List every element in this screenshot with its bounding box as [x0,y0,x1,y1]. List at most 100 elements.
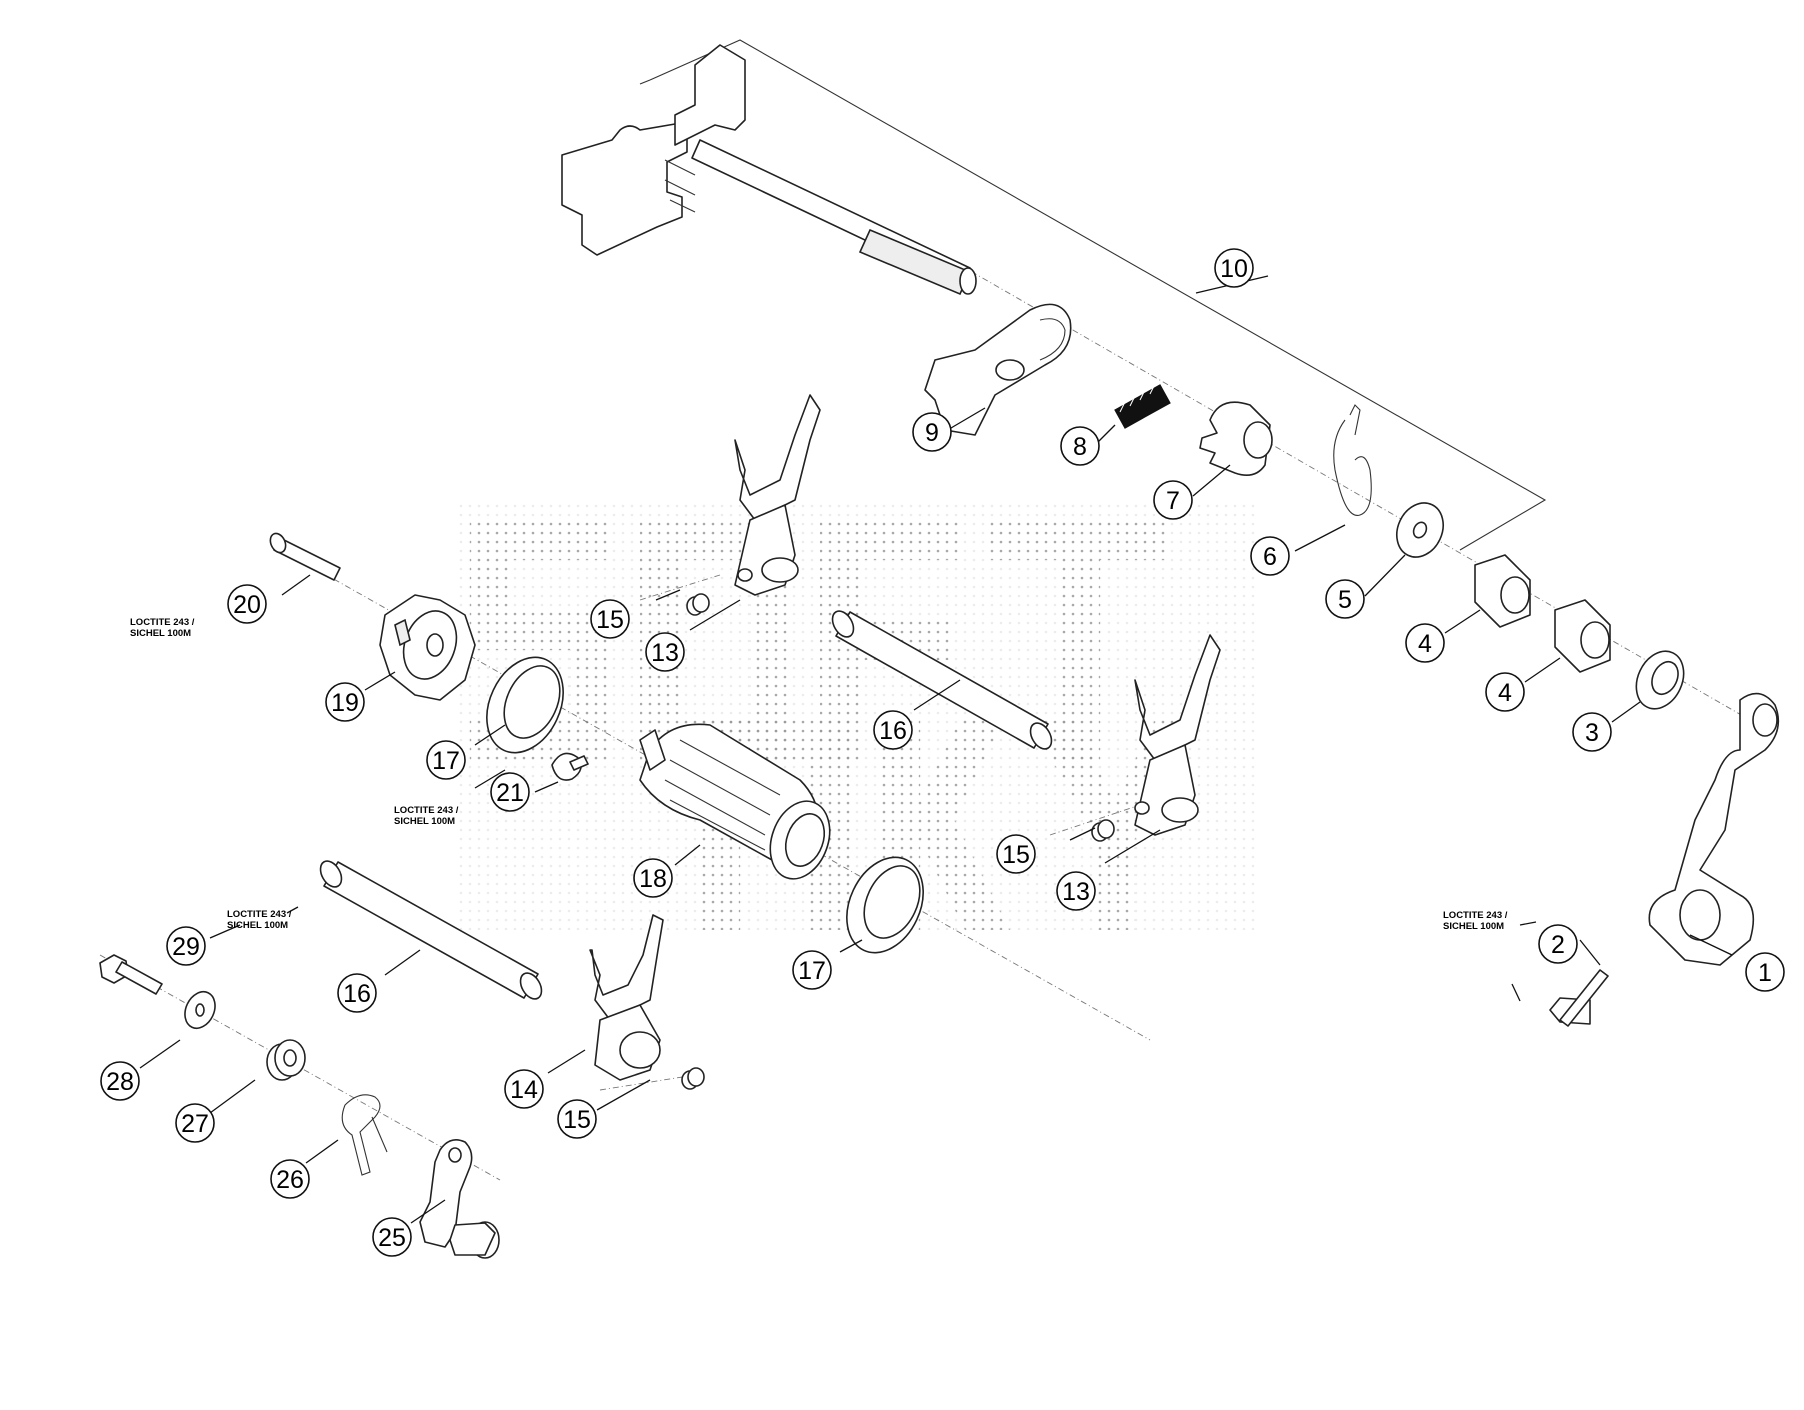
callout-9-label: 9 [925,419,939,447]
note-threadlocker-29: LOCTITE 243 / SICHEL 100M [227,909,292,931]
callout-8-label: 8 [1073,433,1087,461]
callout-26-label: 26 [276,1166,304,1194]
callout-15c: 15 [557,1099,597,1139]
note-threadlocker-20: LOCTITE 243 / SICHEL 100M [130,617,195,639]
callout-20-label: 20 [233,591,261,619]
callout-13a: 13 [645,632,685,672]
arm-part-25 [419,1139,500,1259]
clip-part-26 [341,1094,388,1176]
callout-27-label: 27 [181,1110,209,1138]
callout-7-label: 7 [1166,487,1180,515]
callout-3: 3 [1572,712,1612,752]
bearing-part-lower [846,856,924,954]
callout-13a-label: 13 [651,639,679,667]
fork-shaft-part-upper [831,610,1053,750]
callout-4a-label: 4 [1418,630,1432,658]
callout-1-label: 1 [1758,959,1772,987]
fork-shaft-part-lower [319,860,543,1000]
callout-28: 28 [100,1061,140,1101]
callout-15c-label: 15 [563,1106,591,1134]
bushing-part-27 [266,1039,306,1081]
note-threadlocker-21: LOCTITE 243 / SICHEL 100M [394,805,459,827]
callout-1: 1 [1745,952,1785,992]
callout-4b-label: 4 [1498,679,1512,707]
callout-14: 14 [504,1069,544,1109]
pin-part-15c [681,1067,705,1090]
washer-part [1396,502,1444,558]
note-2-line2: SICHEL 100M [1443,921,1504,932]
shift-fork-part-right [1134,634,1221,836]
callout-6-label: 6 [1263,543,1277,571]
callout-16a: 16 [873,710,913,750]
screw-part-2 [1549,969,1609,1027]
callout-17a: 17 [426,740,466,780]
centering-lever-part [1199,401,1273,476]
callout-18-label: 18 [639,865,667,893]
note-2-line1: LOCTITE 243 / [1443,910,1508,921]
callout-20: 20 [227,584,267,624]
callout-29: 29 [166,926,206,966]
shift-fork-part-14 [589,914,664,1081]
spring-part [1114,381,1171,429]
seal-part [1635,650,1685,710]
callout-16b: 16 [337,973,377,1013]
bearing-part-upper [486,656,564,754]
callout-10-label: 10 [1220,255,1248,283]
callout-17b-label: 17 [798,957,826,985]
callout-17b: 17 [792,950,832,990]
callout-26: 26 [270,1159,310,1199]
callout-7: 7 [1153,480,1193,520]
callout-21-label: 21 [496,779,524,807]
note-20-line2: SICHEL 100M [130,628,191,639]
callout-4b: 4 [1485,672,1525,712]
callout-8: 8 [1060,426,1100,466]
callout-17a-label: 17 [432,747,460,775]
bolt-part-20 [269,532,341,581]
shift-drum-part [639,723,831,880]
callout-9: 9 [912,412,952,452]
pin-part-15a [686,593,710,616]
leader-lines [139,275,1733,1224]
note-21-line1: LOCTITE 243 / [394,805,459,816]
callout-5: 5 [1325,579,1365,619]
note-21-line2: SICHEL 100M [394,816,455,827]
hairpin-clip-part [1333,404,1372,516]
callout-15a-label: 15 [596,606,624,634]
washer-part-28 [184,990,216,1030]
callout-13b: 13 [1056,871,1096,911]
callout-15b-label: 15 [1002,841,1030,869]
callout-21: 21 [490,772,530,812]
kit-outline-end [639,79,651,85]
callout-2-label: 2 [1551,931,1565,959]
callout-14-label: 14 [510,1076,538,1104]
callout-19: 19 [325,682,365,722]
assembly-axes [99,264,1751,1181]
callout-4a: 4 [1405,623,1445,663]
callout-13b-label: 13 [1062,878,1090,906]
callout-25-label: 25 [378,1224,406,1252]
callout-29-label: 29 [172,933,200,961]
callout-18: 18 [633,858,673,898]
callout-25: 25 [372,1217,412,1257]
shift-cam-part [379,594,476,701]
note-20-line1: LOCTITE 243 / [130,617,195,628]
callout-5-label: 5 [1338,586,1352,614]
callout-10: 10 [1214,248,1254,288]
note-29-line1: LOCTITE 243 / [227,909,292,920]
pin-part-15b [1091,819,1115,842]
kit-outline [649,39,1547,551]
shift-plate-part [924,303,1072,436]
note-threadlocker-2: LOCTITE 243 / SICHEL 100M [1443,910,1508,932]
callout-15b: 15 [996,834,1036,874]
screw-part-21 [551,752,589,781]
callout-19-label: 19 [331,689,359,717]
callout-27: 27 [175,1103,215,1143]
callout-2: 2 [1538,924,1578,964]
shift-fork-part-top [734,394,821,596]
bolt-part-29 [99,954,163,995]
callout-16a-label: 16 [879,717,907,745]
bushing-part-a [1474,554,1531,628]
bushing-part-b [1554,599,1611,673]
